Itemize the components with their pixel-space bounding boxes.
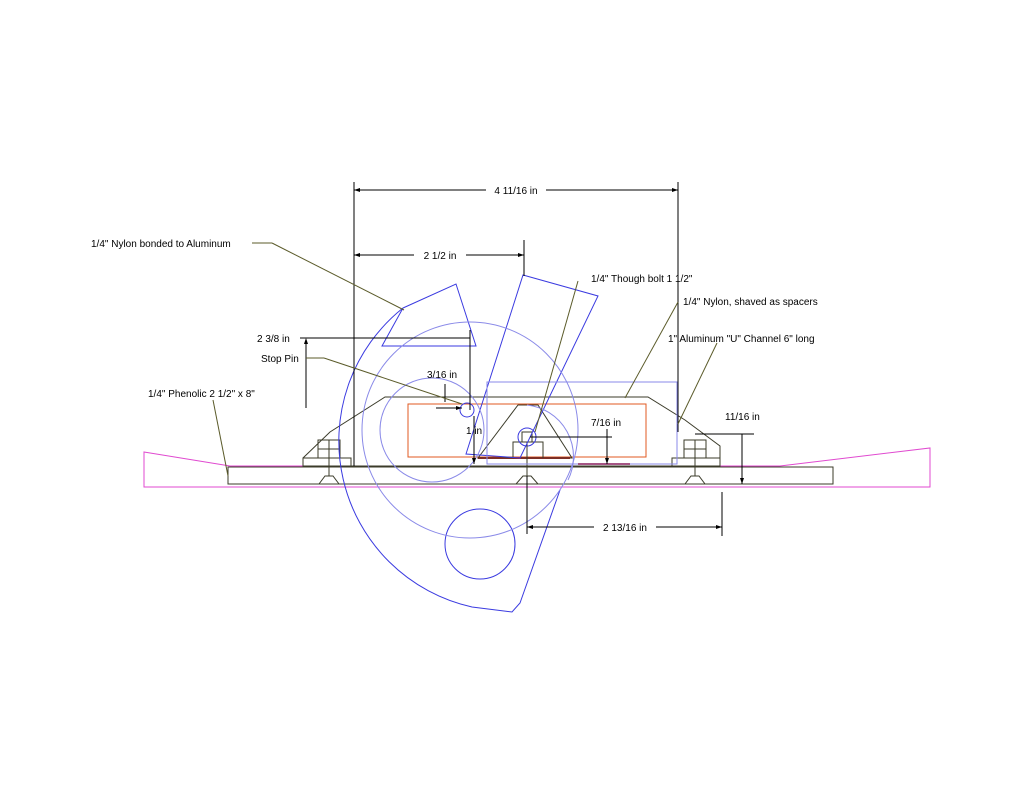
dim-label-rise: 1 in (466, 426, 482, 437)
dimension-height: 2 3/8 in (257, 330, 471, 410)
callout-aluminum-channel: 1" Aluminum "U" Channel 6" long (668, 334, 815, 425)
dimension-pivot-offset: 2 1/2 in (354, 240, 525, 276)
dim-label-channel-height: 11/16 in (725, 412, 760, 423)
dim-label-bolt-rise: 7/16 in (591, 418, 621, 429)
cam-body (338, 274, 678, 613)
dim-label-pivot-offset: 2 1/2 in (424, 251, 457, 262)
center-bolt (514, 427, 540, 485)
callout-label-through-bolt: 1/4" Though bolt 1 1/2" (591, 274, 693, 285)
callout-label-stop-pin: Stop Pin (261, 354, 299, 365)
callout-nylon-bonded: 1/4" Nylon bonded to Aluminum (91, 239, 405, 311)
dimension-bolt-rise: 7/16 in (530, 418, 621, 464)
callout-nylon-spacers: 1/4" Nylon, shaved as spacers (624, 297, 818, 399)
dimension-overall-width: 4 11/16 in (353, 182, 679, 466)
left-bolt (317, 439, 341, 485)
callout-stop-pin: Stop Pin (261, 354, 463, 405)
callout-label-aluminum-channel: 1" Aluminum "U" Channel 6" long (668, 334, 815, 345)
callout-phenolic: 1/4" Phenolic 2 1/2" x 8" (148, 389, 255, 477)
dim-label-pin-offset: 3/16 in (427, 370, 457, 381)
callout-through-bolt: 1/4" Though bolt 1 1/2" (534, 274, 693, 433)
dim-label-bolt-to-end: 2 13/16 in (603, 523, 647, 534)
callout-label-nylon-bonded: 1/4" Nylon bonded to Aluminum (91, 239, 231, 250)
dim-label-height: 2 3/8 in (257, 334, 290, 345)
dimension-rise: 1 in (466, 416, 482, 464)
dimension-pin-offset: 3/16 in (427, 370, 462, 410)
dimension-channel-height: 11/16 in (695, 412, 760, 484)
dim-label-overall-width: 4 11/16 in (494, 186, 537, 197)
right-bolt (683, 439, 707, 485)
callout-label-nylon-spacers: 1/4" Nylon, shaved as spacers (683, 297, 818, 308)
callout-label-phenolic: 1/4" Phenolic 2 1/2" x 8" (148, 389, 255, 400)
dimension-bolt-to-end: 2 13/16 in (526, 476, 723, 536)
